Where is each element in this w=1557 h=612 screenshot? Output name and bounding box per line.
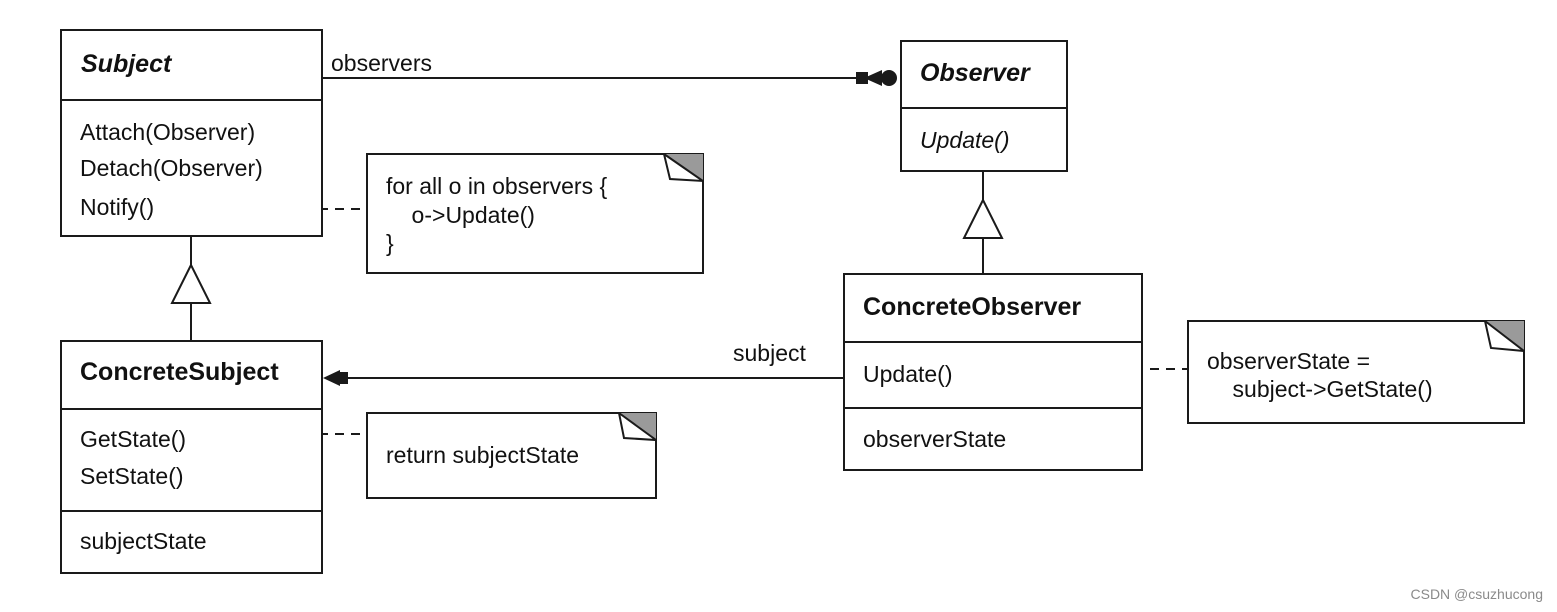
observer-inheritance-triangle	[962, 197, 1004, 239]
observers-association-dot	[881, 70, 897, 86]
concrete-observer-attributes: observerState	[845, 407, 1141, 471]
subject-association-arrowhead	[323, 370, 340, 386]
notify-note-line: }	[386, 230, 394, 256]
update-note: observerState = subject->GetState()	[1187, 320, 1525, 424]
update-note-line: observerState =	[1207, 348, 1371, 374]
notify-note: for all o in observers { o->Update() }	[366, 153, 704, 274]
concrete-subject-class-name: ConcreteSubject	[80, 358, 279, 386]
concrete-observer-operations: Update()	[845, 341, 1141, 407]
get-state-note-body	[366, 412, 657, 499]
concrete-observer-class-header: ConcreteObserver	[845, 275, 1141, 341]
subject-class-header: Subject	[62, 31, 321, 99]
observer-class-header: Observer	[902, 42, 1066, 107]
observer-class-name: Observer	[920, 59, 1030, 87]
concrete-subject-attribute: subjectState	[80, 528, 207, 554]
concrete-observer-attribute: observerState	[863, 426, 1007, 452]
observers-association-arrowhead	[864, 70, 882, 86]
get-state-note: return subjectState	[366, 412, 657, 499]
get-state-note-fold-icon	[617, 412, 657, 442]
notify-note-line: for all o in observers {	[386, 173, 608, 199]
concrete-subject-operation: SetState()	[80, 463, 184, 489]
observer-operation: Update()	[920, 127, 1010, 153]
subject-association-square	[338, 372, 348, 384]
observer-operations: Update()	[902, 107, 1066, 172]
subject-association-label: subject	[733, 340, 806, 366]
concrete-subject-attributes: subjectState	[62, 510, 321, 574]
notify-note-body	[366, 153, 704, 274]
observers-association-label: observers	[331, 50, 432, 76]
subject-class-name: Subject	[81, 50, 172, 78]
observer-class: Observer Update()	[900, 40, 1068, 172]
subject-operation: Detach(Observer)	[80, 155, 263, 181]
watermark-credit: CSDN @csuzhucong	[1410, 586, 1544, 602]
notify-note-fold-icon	[662, 153, 704, 183]
update-note-body	[1187, 320, 1525, 424]
update-note-fold-icon	[1483, 320, 1525, 353]
notify-note-line: o->Update()	[386, 202, 535, 228]
subject-operations: Attach(Observer) Detach(Observer) Notify…	[62, 99, 321, 237]
subject-operation: Notify()	[80, 194, 155, 220]
get-state-note-line: return subjectState	[386, 442, 580, 468]
subject-inheritance-triangle	[170, 262, 212, 304]
concrete-subject-operations: GetState() SetState()	[62, 408, 321, 510]
observers-association-square	[856, 72, 868, 84]
concrete-subject-class: ConcreteSubject GetState() SetState() su…	[60, 340, 323, 574]
subject-operation: Attach(Observer)	[80, 119, 256, 145]
concrete-subject-operation: GetState()	[80, 426, 187, 452]
update-note-line: subject->GetState()	[1207, 376, 1433, 402]
concrete-subject-class-header: ConcreteSubject	[62, 342, 321, 408]
subject-class: Subject Attach(Observer) Detach(Observer…	[60, 29, 323, 237]
concrete-observer-operation: Update()	[863, 361, 953, 387]
concrete-observer-class-name: ConcreteObserver	[863, 293, 1082, 321]
concrete-observer-class: ConcreteObserver Update() observerState	[843, 273, 1143, 471]
